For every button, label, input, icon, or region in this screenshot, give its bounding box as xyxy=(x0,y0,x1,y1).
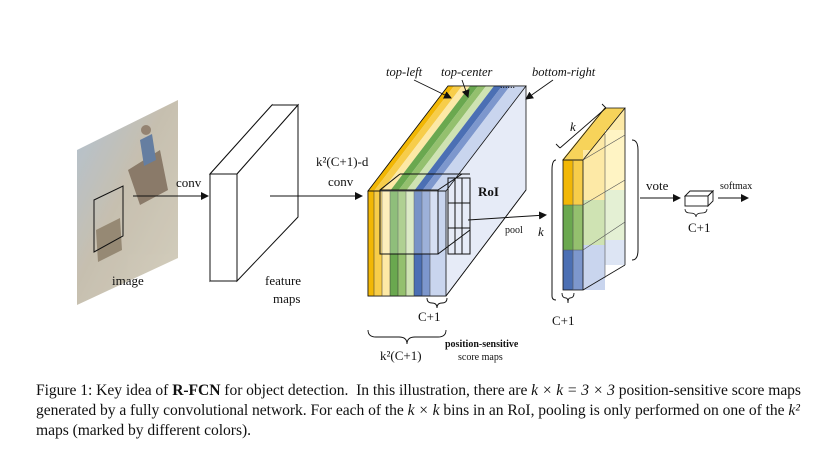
rfcn-diagram: image conv feature maps k²(C+1)-d conv xyxy=(77,65,752,363)
pool-label: pool xyxy=(505,225,523,236)
score-map-stack xyxy=(367,85,527,297)
ellipsis-label: ...... xyxy=(500,80,515,91)
image-label: image xyxy=(112,273,144,288)
caption-k2: k² xyxy=(788,402,800,419)
bottom-right-pointer xyxy=(525,79,554,100)
roi-box xyxy=(379,173,471,255)
conv-label: conv xyxy=(176,175,202,190)
caption-part-5: position-sensitive score maps generated … xyxy=(36,382,805,419)
caption-part-7: bins in an RoI, pooling is only performe… xyxy=(439,402,789,419)
caption-part-3: for object detection. In this illustrati… xyxy=(220,382,532,399)
bottom-right-label: bottom-right xyxy=(532,65,596,79)
c1-center-label: C+1 xyxy=(418,309,441,324)
pooled-cube xyxy=(551,103,626,301)
top-center-pointer xyxy=(461,79,470,98)
softmax-label: softmax xyxy=(720,181,752,192)
top-left-label: top-left xyxy=(386,65,423,79)
figure-caption: Figure 1: Key idea of R-FCN for object d… xyxy=(36,381,806,441)
top-center-label: top-center xyxy=(441,65,493,79)
score-conv-label-top: k²(C+1)-d xyxy=(316,154,369,169)
caption-rfcn: R-FCN xyxy=(172,382,221,399)
roi-label: RoI xyxy=(478,184,499,199)
vote-bracket xyxy=(631,139,639,261)
caption-part-1: Figure 1: Key idea of xyxy=(36,382,173,399)
caption-kxk: k × k xyxy=(407,402,440,419)
k-side-label: k xyxy=(538,224,544,239)
k2c1-brace xyxy=(367,329,447,345)
score-conv-label-bottom: conv xyxy=(328,174,354,189)
c1-output-label: C+1 xyxy=(688,220,711,235)
ps-label-1: position-sensitive xyxy=(445,339,519,350)
feature-maps-label-1: feature xyxy=(265,273,301,288)
output-vector xyxy=(683,189,715,208)
caption-part-9: maps (marked by different colors). xyxy=(36,402,804,439)
c1-output-brace xyxy=(561,292,575,304)
input-photo xyxy=(77,100,178,305)
ps-label-2: score maps xyxy=(458,352,503,363)
c1-right-label: C+1 xyxy=(552,313,575,328)
image-roi-box xyxy=(93,185,124,253)
feature-maps-label-2: maps xyxy=(273,291,300,306)
k2c1-label: k²(C+1) xyxy=(380,348,422,363)
caption-kxk-eq: k × k = 3 × 3 xyxy=(531,382,615,399)
k-top-label: k xyxy=(570,119,576,134)
feature-maps-block xyxy=(208,103,300,283)
c1-output-brace-small xyxy=(684,208,708,218)
c1-brace xyxy=(426,297,448,309)
pool-arrow xyxy=(467,211,547,221)
top-left-pointer xyxy=(413,79,452,99)
vote-label: vote xyxy=(646,178,669,193)
